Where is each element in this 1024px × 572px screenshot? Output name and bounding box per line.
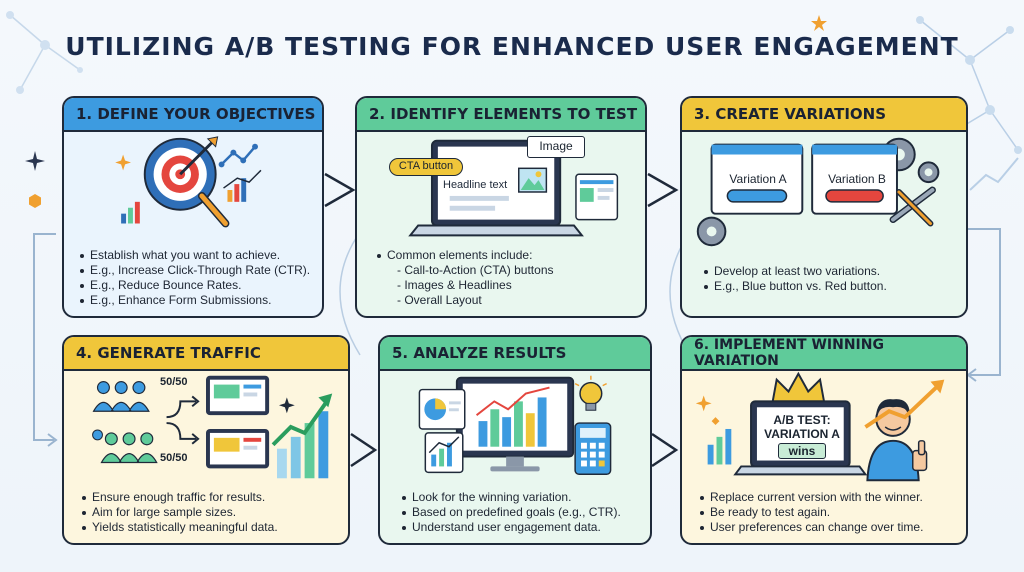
split-label-bottom: 50/50 <box>160 452 188 464</box>
tablet-icon <box>206 375 270 416</box>
star-icon <box>810 14 828 32</box>
headline-text-label: Headline text <box>443 179 508 191</box>
tablet-icon <box>206 428 270 469</box>
step-3-header: 3. CREATE VARIATIONS <box>682 98 966 132</box>
loop-arrow-right <box>960 225 1010 385</box>
wins-badge: wins <box>778 443 826 459</box>
list-item: Replace current version with the winner. <box>700 490 956 505</box>
bar-chart-icon <box>707 417 732 465</box>
line-chart-window-icon <box>424 432 464 474</box>
magnifier-icon <box>197 191 230 228</box>
wrench-icon <box>889 186 936 227</box>
step-5-illustration <box>380 371 650 483</box>
winner-screen-text-1: A/B TEST: <box>773 413 831 427</box>
list-item: Ensure enough traffic for results. <box>82 490 338 505</box>
connector-step2-to-step5 <box>310 230 370 360</box>
loop-arrow-left <box>26 230 66 450</box>
list-item: Develop at least two variations. <box>704 264 956 279</box>
step-4-illustration <box>64 371 348 483</box>
window-variation-a <box>710 143 804 215</box>
step-card-4: 4. GENERATE TRAFFIC <box>62 335 350 545</box>
step-3-illustration <box>682 132 966 250</box>
list-item: - Call-to-Action (CTA) buttons <box>397 263 554 277</box>
sparkle-icon <box>695 395 712 412</box>
growth-arrow-icon <box>864 379 945 429</box>
sparkle-icon <box>278 397 295 414</box>
step-6-header: 6. IMPLEMENT WINNING VARIATION <box>682 337 966 371</box>
step-1-header: 1. DEFINE YOUR OBJECTIVES <box>64 98 322 132</box>
person-thumbs-up-icon <box>866 399 928 482</box>
step-2-bullets: Common elements include: - Call-to-Actio… <box>377 248 635 308</box>
image-label: Image <box>527 136 585 158</box>
step-card-6: 6. IMPLEMENT WINNING VARIATION <box>680 335 968 545</box>
variation-b-label: Variation B <box>828 172 886 186</box>
variation-a-label: Variation A <box>729 172 787 186</box>
calculator-icon <box>574 422 612 476</box>
step-1-bullets: Establish what you want to achieve. E.g.… <box>80 248 312 308</box>
arrow-step2-to-step3 <box>646 170 680 210</box>
image-placeholder-icon <box>518 167 548 193</box>
list-item: E.g., Blue button vs. Red button. <box>704 279 956 294</box>
pie-chart-window-icon <box>418 388 466 430</box>
winner-screen-text-2: VARIATION A <box>764 427 840 441</box>
target-icon <box>143 136 219 211</box>
growth-chart-icon <box>271 393 333 479</box>
bar-chart-icon <box>121 169 262 224</box>
users-group-icon <box>92 381 158 464</box>
page-title: UTILIZING A/B TESTING FOR ENHANCED USER … <box>65 32 959 61</box>
hexagon-icon <box>28 194 42 208</box>
step-4-header: 4. GENERATE TRAFFIC <box>64 337 348 371</box>
step-5-header: 5. ANALYZE RESULTS <box>380 337 650 371</box>
list-item: Based on predefined goals (e.g., CTR). <box>402 505 640 520</box>
network-decoration-left <box>0 0 90 150</box>
line-chart-icon <box>218 143 258 168</box>
step-6-bullets: Replace current version with the winner.… <box>700 490 956 535</box>
step-card-2: 2. IDENTIFY ELEMENTS TO TEST Image CTA b… <box>355 96 647 318</box>
step-1-illustration <box>64 132 322 250</box>
arrow-step4-to-step5 <box>349 430 379 470</box>
list-item: Common elements include: <box>377 248 635 263</box>
arrow-step1-to-step2 <box>323 170 357 210</box>
step-3-bullets: Develop at least two variations. E.g., B… <box>704 264 956 294</box>
list-item: E.g., Increase Click-Through Rate (CTR). <box>80 263 312 278</box>
list-item: Be ready to test again. <box>700 505 956 520</box>
arrow-step5-to-step6 <box>650 430 680 470</box>
crown-icon <box>771 371 826 403</box>
sparkle-icon <box>24 150 46 172</box>
list-item: Understand user engagement data. <box>402 520 640 535</box>
step-5-bullets: Look for the winning variation. Based on… <box>402 490 640 535</box>
split-arrows-icon <box>166 395 200 445</box>
list-item: - Images & Headlines <box>397 278 512 292</box>
window-variation-b <box>811 143 898 215</box>
lightbulb-icon <box>574 375 607 411</box>
step-4-bullets: Ensure enough traffic for results. Aim f… <box>82 490 338 535</box>
step-2-header: 2. IDENTIFY ELEMENTS TO TEST <box>357 98 645 132</box>
list-item: Yields statistically meaningful data. <box>82 520 338 535</box>
list-item: E.g., Enhance Form Submissions. <box>80 293 312 308</box>
monitor-icon <box>455 376 575 472</box>
list-item: - Overall Layout <box>397 293 482 307</box>
step-card-3: 3. CREATE VARIATIONS <box>680 96 968 318</box>
list-item: Establish what you want to achieve. <box>80 248 312 263</box>
list-item: E.g., Reduce Bounce Rates. <box>80 278 312 293</box>
step-card-5: 5. ANALYZE RESULTS <box>378 335 652 545</box>
list-item: Aim for large sample sizes. <box>82 505 338 520</box>
sparkle-icon <box>115 154 131 171</box>
split-label-top: 50/50 <box>160 376 188 388</box>
step-card-1: 1. DEFINE YOUR OBJECTIVES <box>62 96 324 318</box>
step-2-illustration <box>357 132 645 250</box>
list-item: User preferences can change over time. <box>700 520 956 535</box>
cta-button-label: CTA button <box>389 158 463 176</box>
list-item: Look for the winning variation. <box>402 490 640 505</box>
